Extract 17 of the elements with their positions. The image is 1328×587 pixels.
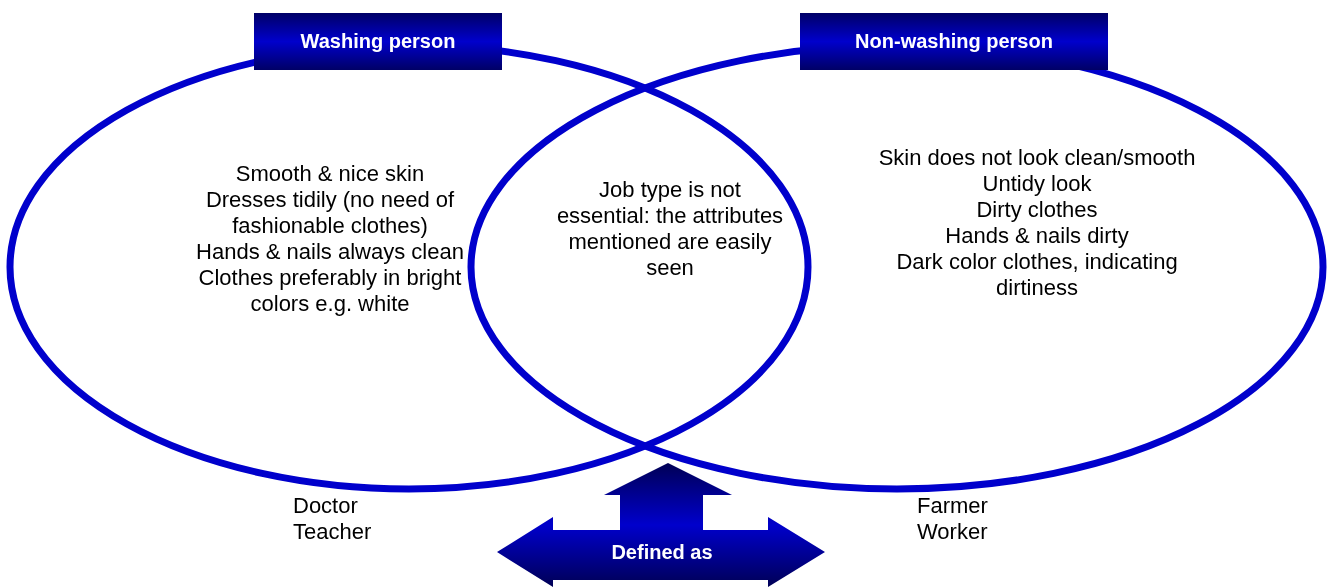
example-text: Teacher — [293, 518, 372, 545]
example-text: Farmer — [917, 492, 988, 519]
example-text: Worker — [917, 518, 988, 545]
title-banner: Washing person — [254, 13, 502, 70]
attribute-text: Hands & nails always clean — [195, 239, 465, 265]
title-banner: Non-washing person — [800, 13, 1108, 70]
attribute-text: Dresses tidily (no need of fashionable clothes) — [204, 187, 456, 239]
attribute-text: Dark color clothes, indicating dirtiness — [895, 249, 1179, 301]
arrow-label: Defined as — [610, 539, 714, 565]
overlap-text: Job type is not essential: the attributes mentioned are easily seen — [555, 177, 785, 281]
attribute-text: Smooth & nice skin — [234, 161, 426, 187]
attribute-text: Clothes preferably in bright colors e.g. white — [197, 265, 463, 317]
attribute-text: Untidy look — [981, 171, 1093, 197]
attribute-text: Hands & nails dirty — [944, 223, 1130, 249]
attribute-text: Dirty clothes — [975, 197, 1099, 223]
example-text: Doctor — [293, 492, 358, 519]
attribute-text: Skin does not look clean/smooth — [877, 145, 1197, 171]
